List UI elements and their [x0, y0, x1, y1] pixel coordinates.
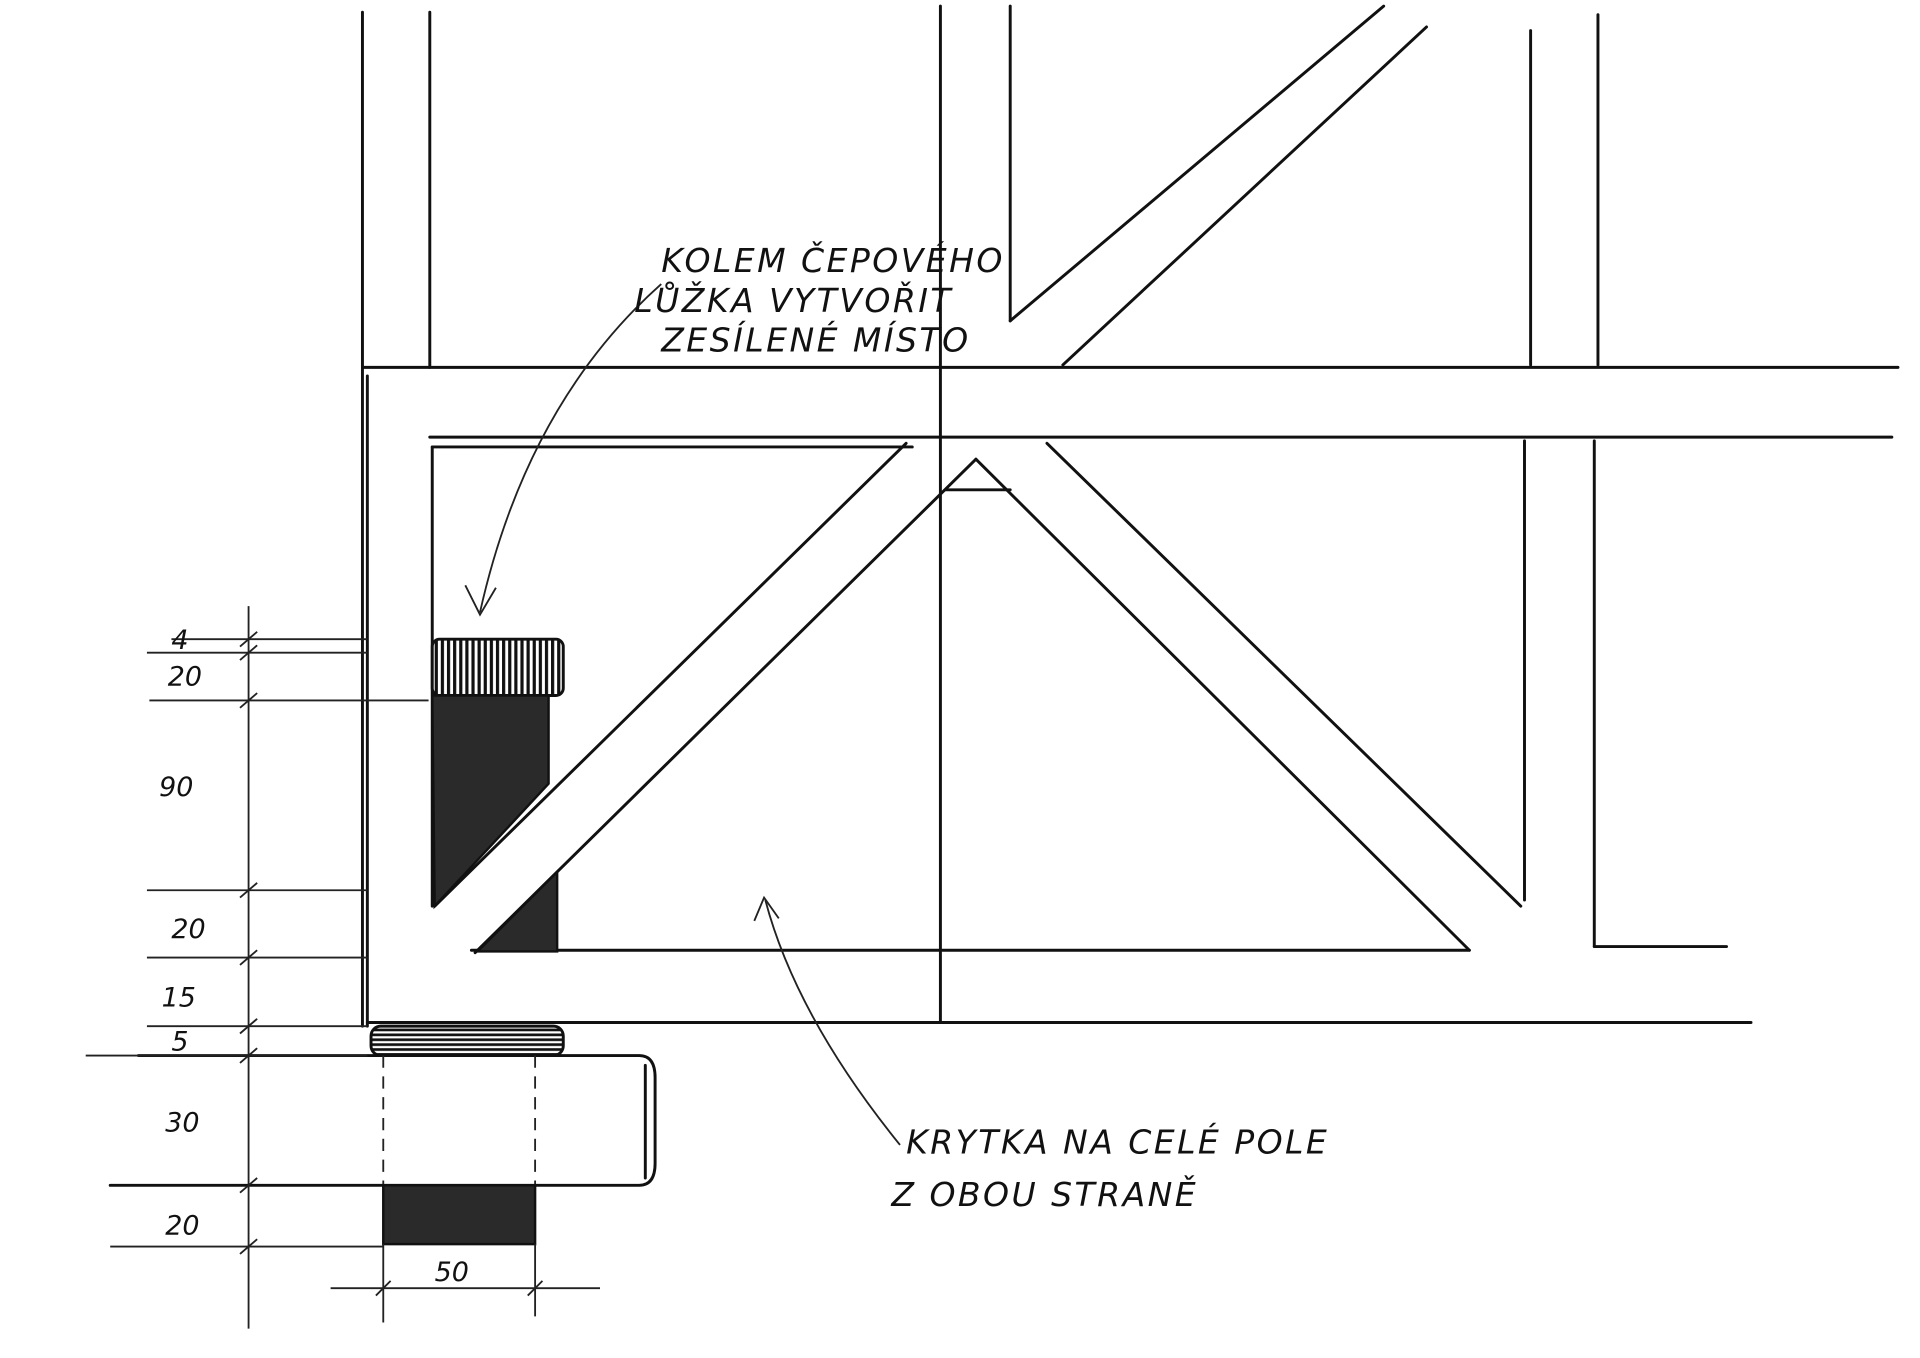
dim-90: 90: [159, 772, 193, 803]
dim-20-bottom: 20: [165, 1210, 199, 1241]
note-line: KRYTKA NA CELÉ POLE: [906, 1122, 1329, 1162]
dim-20-cap: 20: [168, 662, 202, 693]
annotation-arrows: [464, 283, 901, 1146]
note-reinforcement: KOLEM ČEPOVÉHO LŮŽKA VYTVOŘIT ZESÍLENÉ M…: [634, 240, 1005, 360]
note-line: Z OBOU STRANĚ: [890, 1174, 1198, 1214]
dim-50: 50: [435, 1257, 469, 1288]
dimension-lines: [85, 606, 600, 1329]
note-line: LŮŽKA VYTVOŘIT: [634, 280, 953, 320]
note-line: ZESÍLENÉ MÍSTO: [660, 319, 970, 359]
dim-4: 4: [171, 625, 188, 656]
dim-5: 5: [171, 1027, 188, 1058]
dim-30: 30: [165, 1107, 199, 1138]
note-cover: KRYTKA NA CELÉ POLE Z OBOU STRANĚ: [890, 1122, 1329, 1215]
dim-20-beam: 20: [171, 914, 205, 945]
dimension-labels: 4 20 90 20 15 5 30 20 50: [159, 625, 469, 1288]
note-line: KOLEM ČEPOVÉHO: [661, 240, 1005, 280]
dim-15: 15: [162, 983, 196, 1014]
frame-lines: [360, 4, 1900, 1028]
pin-bearing: [108, 637, 657, 1246]
